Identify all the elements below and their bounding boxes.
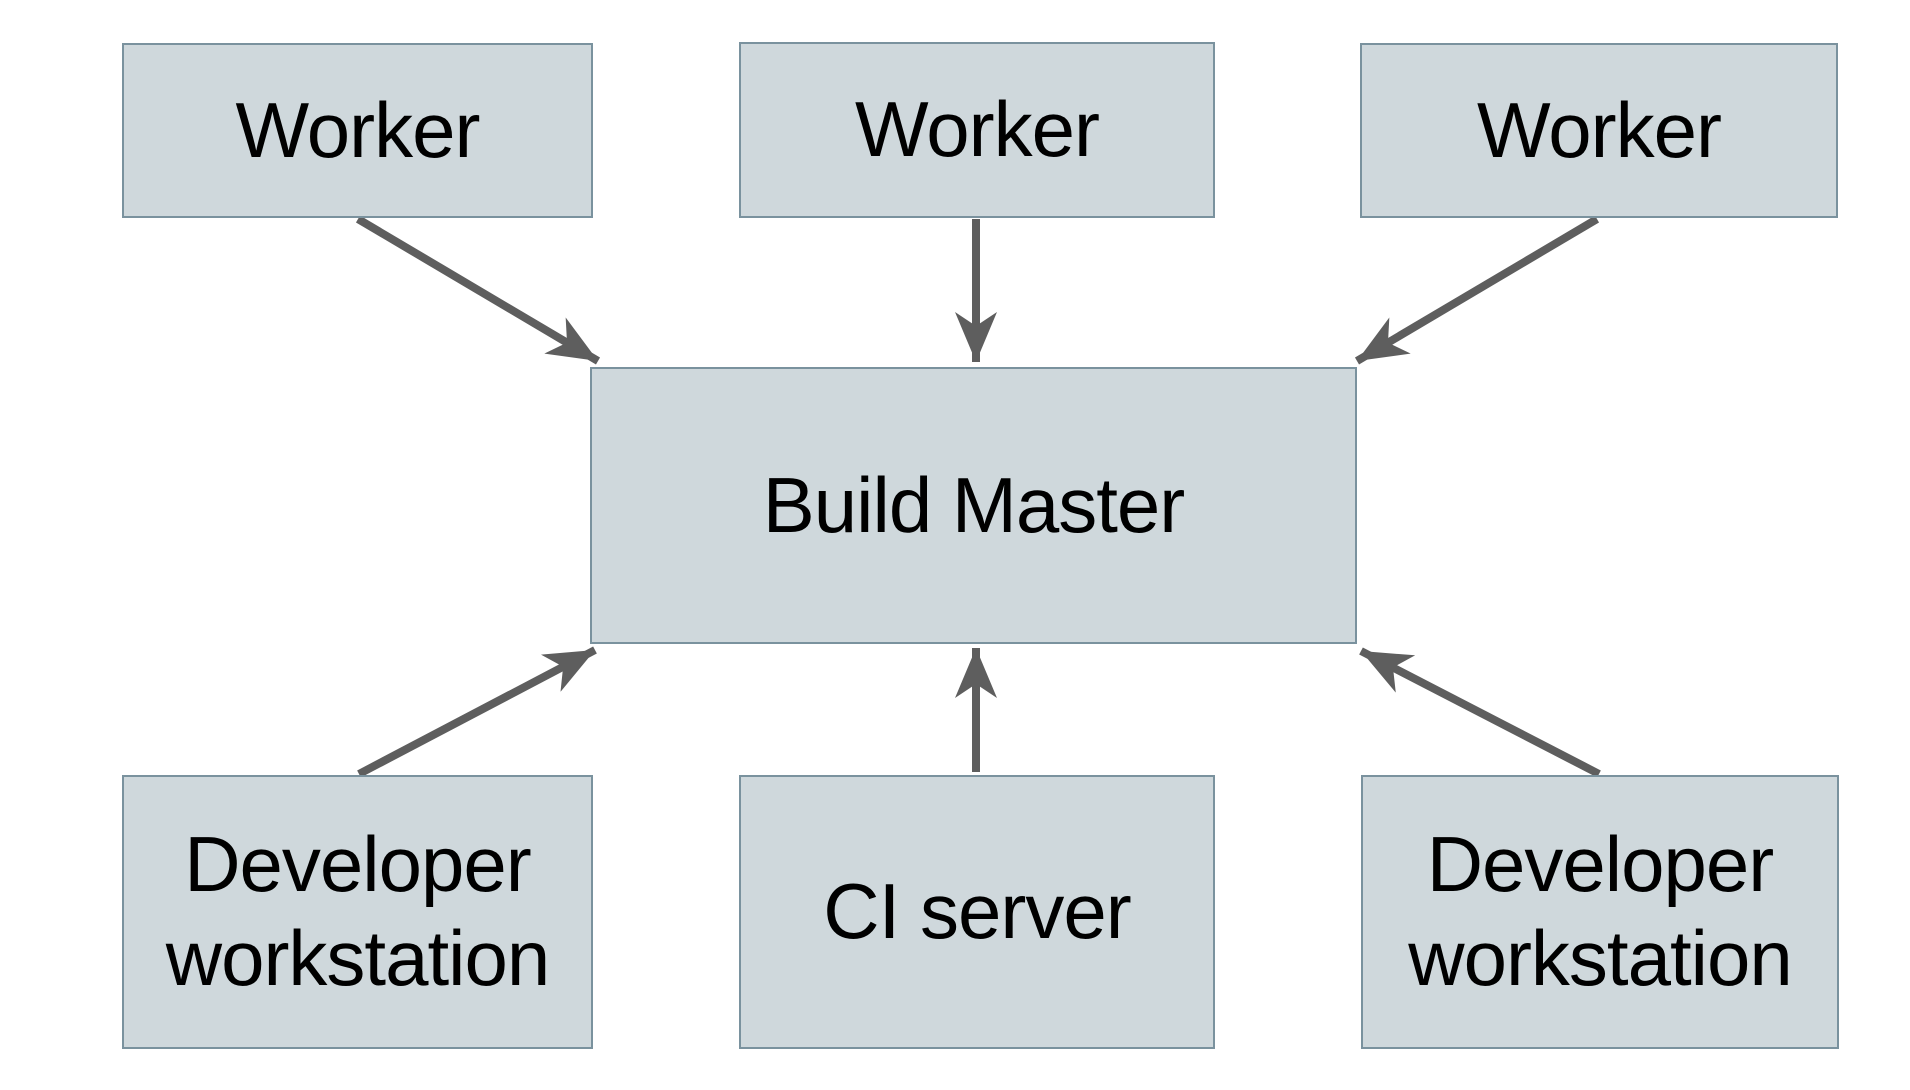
arrow-worker-1-to-build-master [355,215,601,365]
node-developer-workstation-right-label: Developer workstation [1408,820,1793,1002]
node-developer-workstation-left-label: Developer workstation [165,820,551,1002]
node-worker-2-label: Worker [855,85,1100,174]
node-developer-workstation-right: Developer workstation [1361,775,1839,1049]
node-build-master-label: Build Master [762,460,1185,549]
node-worker-3-label: Worker [1477,85,1722,174]
node-worker-1: Worker [122,43,593,218]
node-build-master: Build Master [590,367,1357,644]
arrow-dev-right-to-build-master [1359,647,1601,778]
node-developer-workstation-left: Developer workstation [122,775,593,1049]
node-worker-1-label: Worker [235,85,481,174]
node-ci-server-label: CI server [823,867,1131,956]
node-worker-2: Worker [739,42,1215,218]
arrow-dev-left-to-build-master [357,646,597,778]
arrow-worker-3-to-build-master [1354,215,1600,365]
node-worker-3: Worker [1360,43,1838,218]
node-ci-server: CI server [739,775,1215,1049]
